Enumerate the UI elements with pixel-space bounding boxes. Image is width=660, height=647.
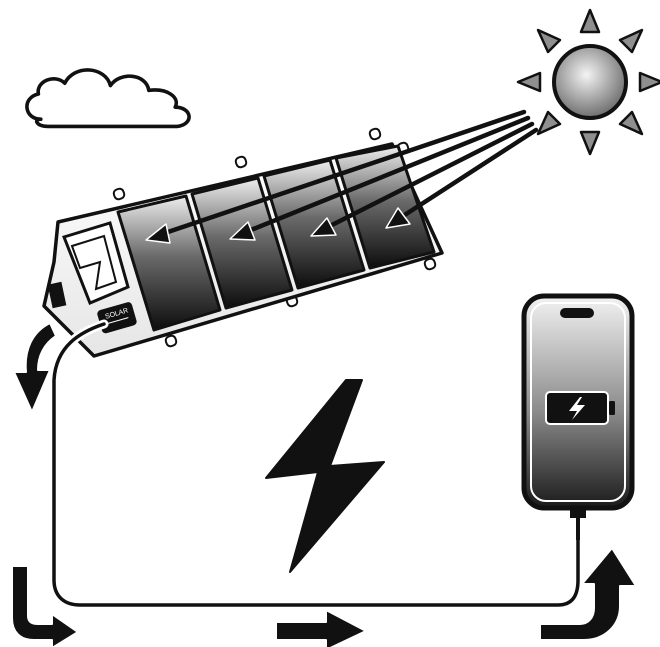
sun-icon <box>516 8 660 156</box>
flow-arrow-icon <box>11 565 79 647</box>
light-ray-arrows <box>159 109 539 237</box>
solar-panel-icon: SOLAR <box>42 127 444 358</box>
lightning-bolt-icon <box>265 379 385 573</box>
flow-arrow-icon <box>539 547 637 641</box>
ray-arrowhead-icon <box>385 207 411 229</box>
battery-charging-icon <box>545 391 615 425</box>
phone-icon <box>521 293 635 540</box>
cloud-icon <box>25 68 191 129</box>
flow-arrow-icon <box>13 322 57 413</box>
ray-arrowhead-icon <box>229 221 256 241</box>
ray-arrowhead-icon <box>310 217 337 237</box>
ray-arrowhead-icon <box>145 223 171 244</box>
flow-arrow-icon <box>275 609 367 647</box>
